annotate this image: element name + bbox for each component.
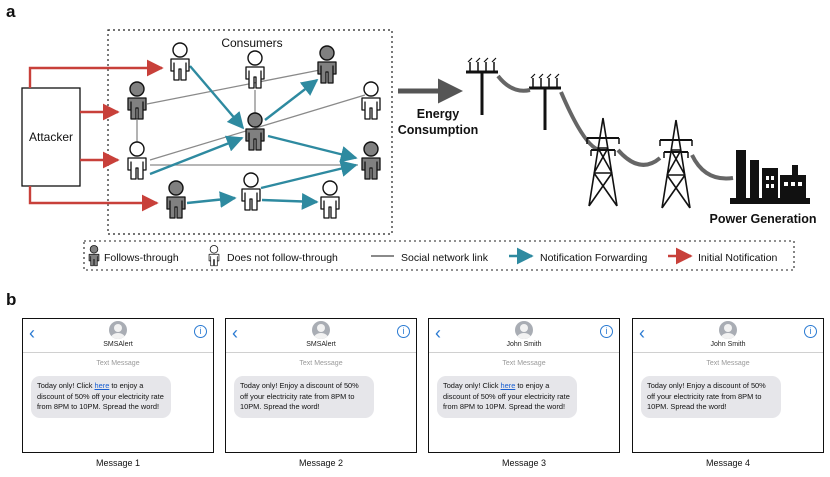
info-icon[interactable]: i xyxy=(804,325,817,338)
panel-a-label: a xyxy=(6,2,16,21)
energy-label-line2: Consumption xyxy=(398,123,479,137)
contact-name: SMSAlert xyxy=(103,341,133,348)
legend-not-follows-label: Does not follow-through xyxy=(227,252,338,264)
legend-box xyxy=(83,240,795,271)
consumer-follows xyxy=(127,81,147,120)
conversation-header: ‹ SMSAlert i xyxy=(226,319,416,353)
message-phone-2: ‹ SMSAlert i Text Message Today only! En… xyxy=(225,318,417,453)
contact-avatar xyxy=(515,321,533,339)
consumer-follows xyxy=(361,141,381,180)
message-phone-1: ‹ SMSAlert i Text Message Today only! Cl… xyxy=(22,318,214,453)
message-text: Today only! Enjoy a discount of 50% off … xyxy=(647,381,766,411)
follows-through-icon xyxy=(88,245,100,267)
message-caption: Message 3 xyxy=(501,458,547,468)
consumer-not-follow xyxy=(361,81,381,120)
message-bubble: Today only! Click here to enjoy a discou… xyxy=(31,376,171,418)
consumer-follows xyxy=(166,180,186,219)
conversation-header: ‹ John Smith i xyxy=(633,319,823,353)
legend-forwarding-label: Notification Forwarding xyxy=(540,252,648,264)
conversation-header: ‹ John Smith i xyxy=(429,319,619,353)
notification-forwarding-arrows xyxy=(149,65,358,210)
attacker-label: Attacker xyxy=(29,130,73,144)
transmission-tower-icon xyxy=(586,117,620,207)
energy-label-line1: Energy xyxy=(417,107,459,121)
message-caption: Message 4 xyxy=(705,458,751,468)
message-caption: Message 2 xyxy=(298,458,344,468)
contact-name: SMSAlert xyxy=(306,341,336,348)
message-text: Today only! Click xyxy=(37,381,95,390)
contact-name: John Smith xyxy=(506,341,542,348)
text-message-label: Text Message xyxy=(299,360,343,367)
chevron-left-icon[interactable]: ‹ xyxy=(29,323,35,343)
not-follow-through-icon xyxy=(208,245,220,267)
message-link[interactable]: here xyxy=(94,381,110,390)
info-icon[interactable]: i xyxy=(397,325,410,338)
conversation-header: ‹ SMSAlert i xyxy=(23,319,213,353)
contact-name: John Smith xyxy=(710,341,746,348)
legend-initial-label: Initial Notification xyxy=(698,252,778,264)
consumers-box xyxy=(107,29,393,235)
message-phone-3: ‹ John Smith i Text Message Today only! … xyxy=(428,318,620,453)
utility-pole-icon xyxy=(466,57,498,115)
message-bubble: Today only! Click here to enjoy a discou… xyxy=(437,376,577,418)
power-plant-icon xyxy=(730,150,810,204)
contact-avatar xyxy=(312,321,330,339)
message-text: to enjoy a discount of 50% off your elec… xyxy=(443,381,570,411)
message-caption: Message 1 xyxy=(95,458,141,468)
chevron-left-icon[interactable]: ‹ xyxy=(435,323,441,343)
consumer-follows xyxy=(317,45,337,84)
message-text: to enjoy a discount of 50% off your elec… xyxy=(37,381,164,411)
legend-follows-label: Follows-through xyxy=(104,252,179,264)
consumer-not-follow xyxy=(170,42,190,81)
social-links xyxy=(136,69,366,166)
info-icon[interactable]: i xyxy=(194,325,207,338)
message-bubble: Today only! Enjoy a discount of 50% off … xyxy=(641,376,781,418)
text-message-label: Text Message xyxy=(96,360,140,367)
consumer-follows xyxy=(245,112,265,151)
message-phone-4: ‹ John Smith i Text Message Today only! … xyxy=(632,318,824,453)
panel-b-label: b xyxy=(6,290,17,309)
initial-notification-arrows xyxy=(28,59,164,212)
consumer-not-follow xyxy=(127,141,147,180)
contact-avatar xyxy=(719,321,737,339)
consumer-not-follow xyxy=(320,180,340,219)
chevron-left-icon[interactable]: ‹ xyxy=(232,323,238,343)
info-icon[interactable]: i xyxy=(600,325,613,338)
message-bubble: Today only! Enjoy a discount of 50% off … xyxy=(234,376,374,418)
consumer-not-follow xyxy=(241,172,261,211)
power-generation-label: Power Generation xyxy=(710,212,817,226)
message-text: Today only! Click xyxy=(443,381,501,390)
message-text: Today only! Enjoy a discount of 50% off … xyxy=(240,381,359,411)
attacker-box xyxy=(21,87,81,187)
power-lines xyxy=(496,74,734,181)
chevron-left-icon[interactable]: ‹ xyxy=(639,323,645,343)
message-link[interactable]: here xyxy=(500,381,516,390)
contact-avatar xyxy=(109,321,127,339)
text-message-label: Text Message xyxy=(502,360,546,367)
legend-social-label: Social network link xyxy=(401,252,489,264)
text-message-label: Text Message xyxy=(706,360,750,367)
consumers-label: Consumers xyxy=(221,36,282,50)
utility-pole-icon xyxy=(529,73,561,130)
transmission-tower-icon xyxy=(659,119,693,209)
energy-attack-diagram: Consumers Attacker Energy Consump xyxy=(21,29,817,271)
